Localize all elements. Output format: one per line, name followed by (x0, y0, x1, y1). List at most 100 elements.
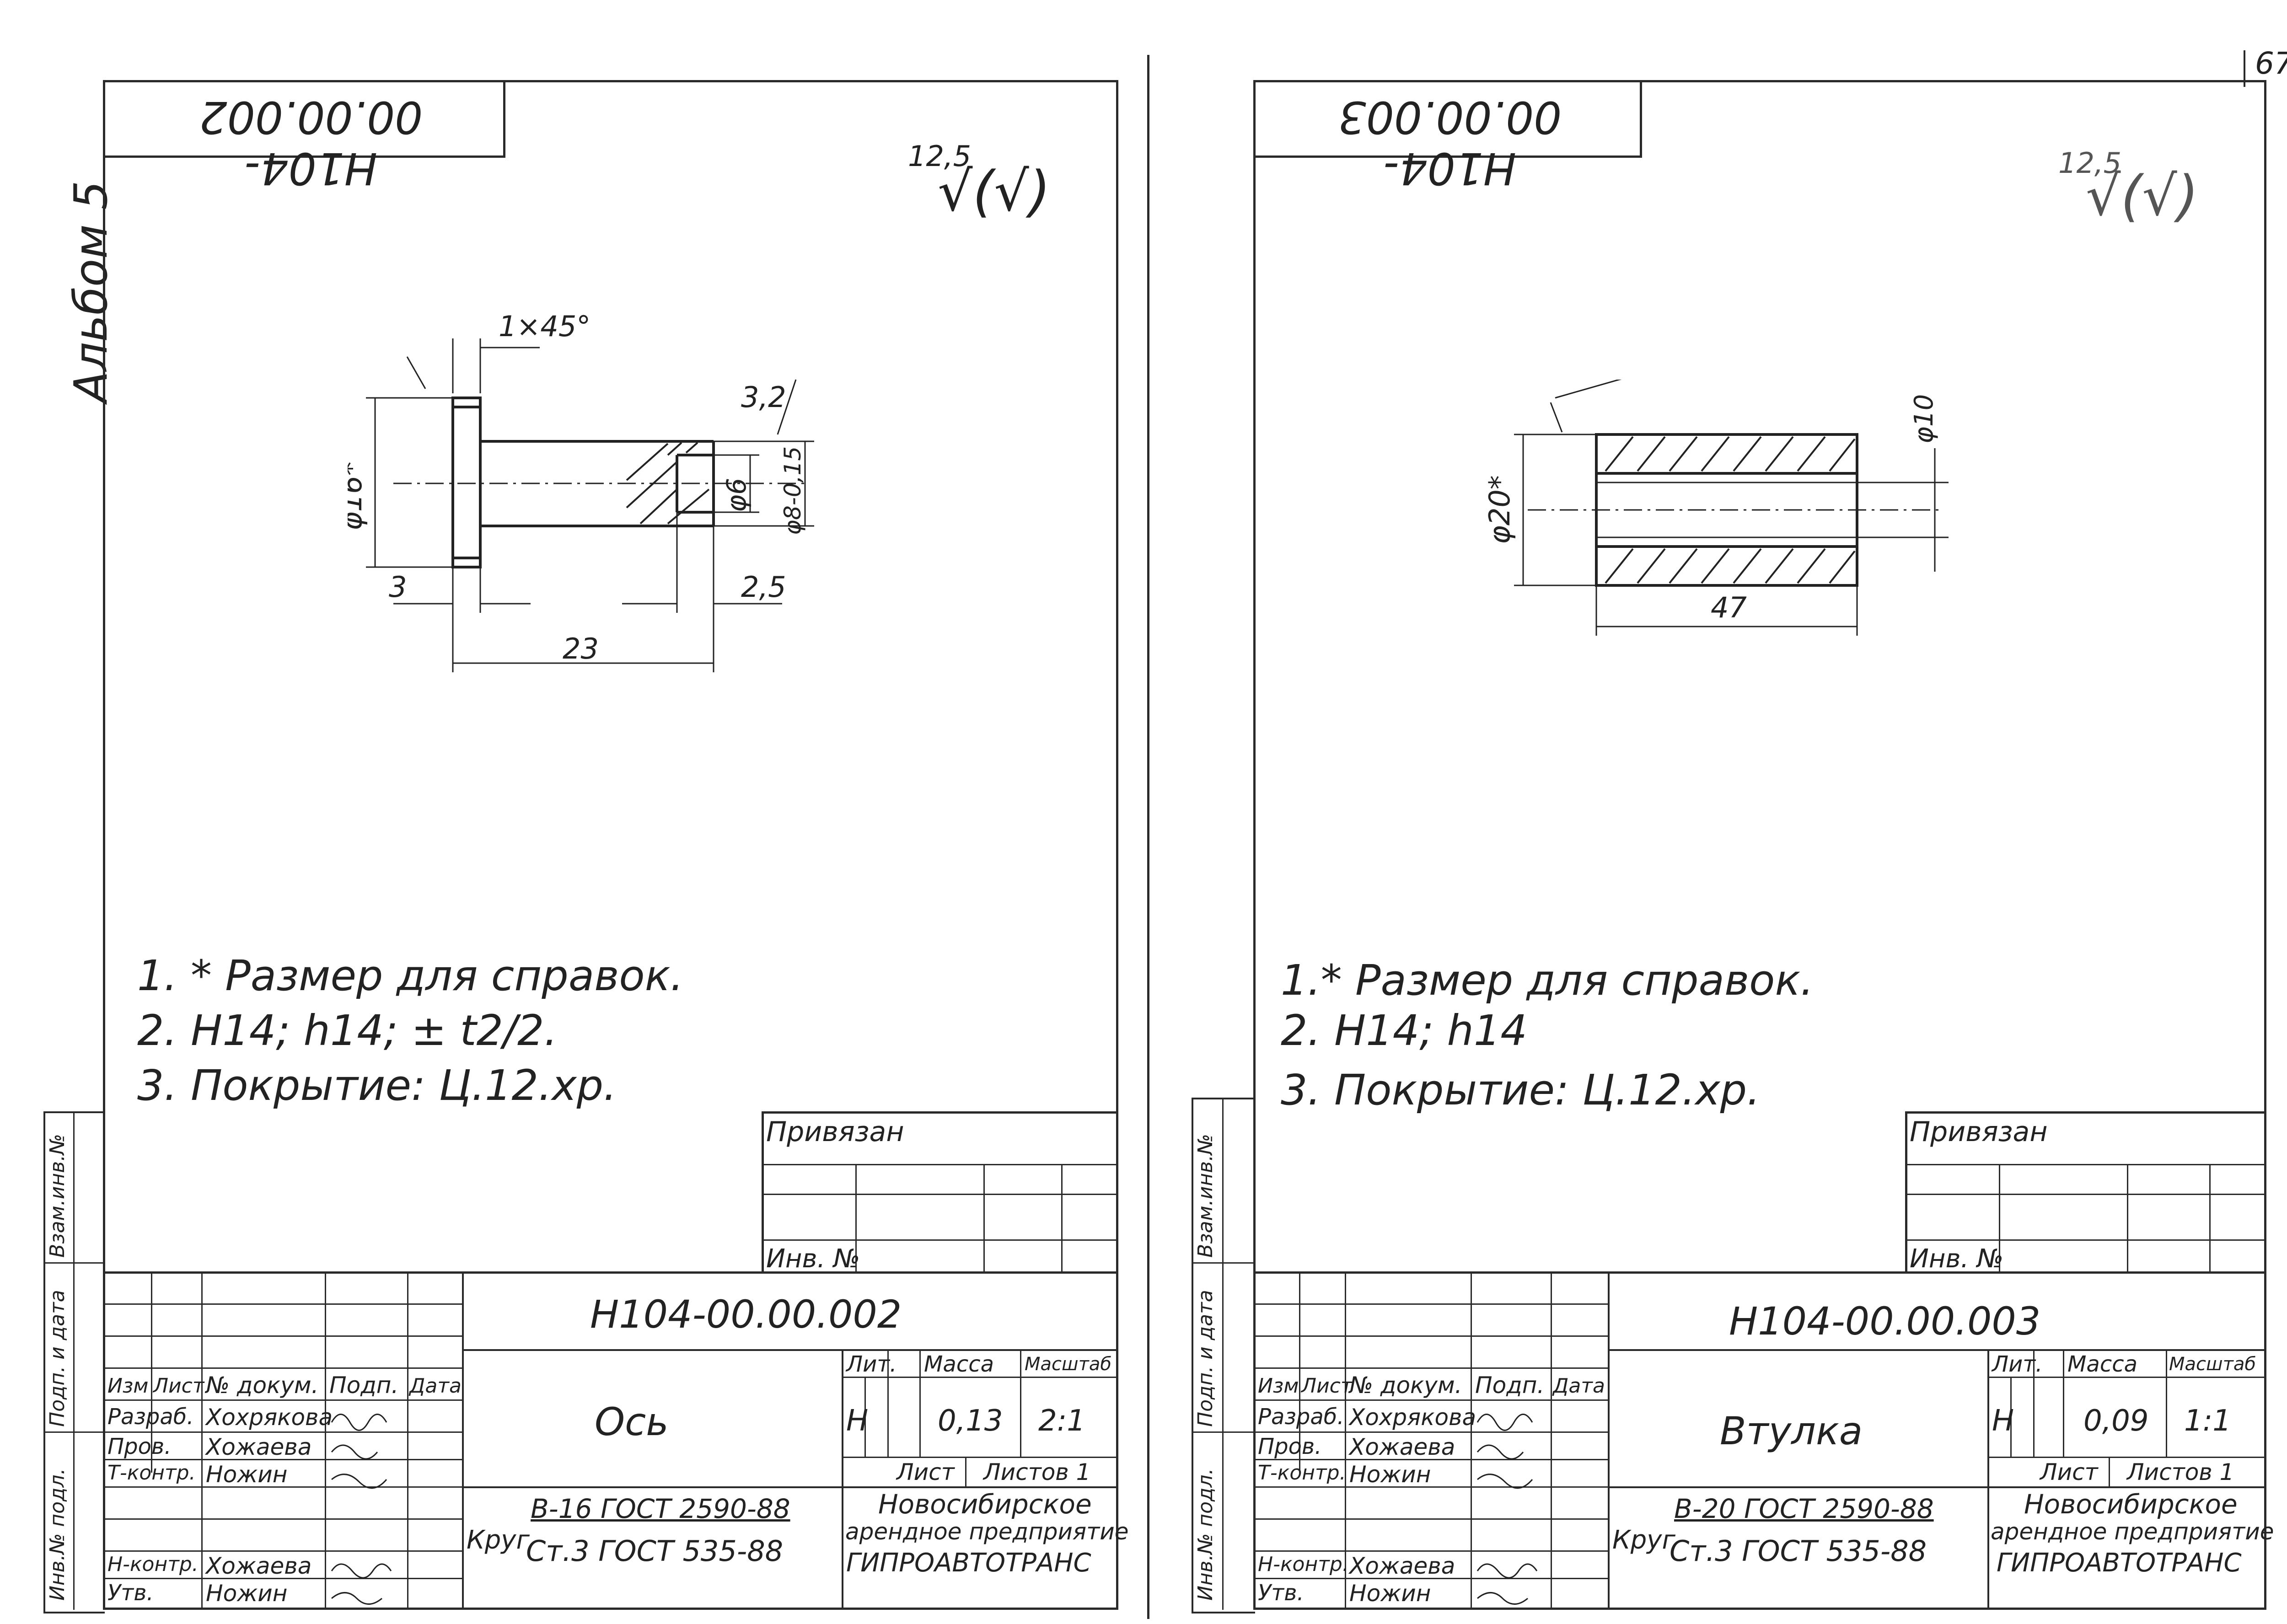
note-1: 1. * Размер для справок. (137, 951, 684, 1000)
material-r-bottom: Ст.3 ГОСТ 535-88 (1670, 1534, 1927, 1568)
tbr-row-8 (1256, 1518, 1608, 1520)
note-r-3: 3. Покрытие: Ц.12.хр. (1281, 1066, 1761, 1115)
roughness-r-symbol: √(√) (2086, 165, 2199, 228)
material-r-top: В-20 ГОСТ 2590-88 (1674, 1493, 1934, 1524)
axle-drawing: 1×45° φ16* 3,2 φ6 φ8-0,15 3 2,5 23 (348, 310, 814, 672)
side-r-label-vzam: Взам.инв.№ (1194, 1134, 1217, 1258)
org-line-1: Новосибирское (878, 1489, 1092, 1520)
lms-mass: 0,13 (938, 1404, 1003, 1438)
sheets-r-label: Листов 1 (2127, 1459, 2234, 1485)
tbr-h-list: Лист (1301, 1374, 1353, 1398)
org-line-3: ГИПРОАВТОТРАНС (846, 1548, 1091, 1578)
tb-row-6 (105, 1459, 462, 1460)
dim-total-len: 23 (563, 632, 599, 665)
roughness-value: 12,5 (908, 139, 972, 173)
tb-name-prov: Хожаева (206, 1434, 312, 1460)
frame-r-left (1253, 80, 1256, 1610)
tb-role-prov: Пров. (107, 1434, 172, 1459)
org-r-line-2: арендное предприятие (1991, 1518, 2274, 1545)
tbr-row-10 (1256, 1578, 1608, 1579)
dim-r-length: 47 (1711, 591, 1747, 624)
org-line-2: арендное предприятие (845, 1518, 1129, 1545)
tbr-col-d (1551, 1271, 1552, 1608)
sheet-label: Лист (897, 1459, 955, 1485)
privyazan-r-row1 (1905, 1164, 2264, 1165)
tbr-role-nkontr: Н-контр. (1258, 1553, 1349, 1576)
tb-col-d (407, 1271, 408, 1608)
tb-col-c (325, 1271, 326, 1608)
code-stamp-r-box (1256, 82, 1642, 158)
lms-r-col-3 (2063, 1349, 2064, 1457)
lms-r-h-mass: Масса (2067, 1351, 2138, 1377)
privyazan-row3 (762, 1239, 1116, 1241)
privyazan-col2 (983, 1164, 985, 1271)
tb-h-izm: Изм (107, 1374, 149, 1398)
tb-name-razrab: Хохрякова (206, 1404, 333, 1431)
frame-r-bottom (1253, 1608, 2266, 1610)
tbr-h-sign: Подп. (1475, 1372, 1545, 1399)
designation-r: Н104-00.00.003 (1729, 1299, 2041, 1344)
tb-role-tkontr: Т-контр. (107, 1461, 196, 1485)
material-krug: Круг (467, 1525, 530, 1555)
lms-col-4 (1020, 1349, 1021, 1457)
privyazan-r-col2 (2127, 1164, 2128, 1271)
tb-row-5 (105, 1431, 462, 1433)
tb-row-9 (105, 1550, 462, 1552)
tbr-row-2 (1256, 1335, 1608, 1337)
inv-r-label: Инв. № (1910, 1244, 2004, 1274)
signatures (331, 1414, 392, 1605)
tb-row-8 (105, 1518, 462, 1520)
tbr-row-4 (1256, 1399, 1608, 1401)
tb-desig-bottom (462, 1349, 1116, 1351)
org-r-line-3: ГИПРОАВТОТРАНС (1997, 1548, 2242, 1578)
frame-right (1116, 80, 1118, 1610)
tbr-h-doc: № докум. (1349, 1372, 1462, 1399)
privyazan-box (762, 1111, 1118, 1274)
inv-label: Инв. № (766, 1244, 860, 1274)
privyazan-row1 (762, 1164, 1116, 1165)
tb-col-a (151, 1271, 152, 1473)
privyazan-label: Привязан (766, 1116, 904, 1148)
tbr-row-1 (1256, 1303, 1608, 1305)
roughness-r-value: 12,5 (2058, 146, 2122, 180)
tb-name-nkontr: Хожаева (206, 1553, 312, 1579)
tb-name-tkontr: Ножин (206, 1461, 288, 1488)
material-r-krug: Круг (1612, 1525, 1675, 1555)
privyazan-row2 (762, 1194, 1116, 1195)
tb-row-4 (105, 1399, 462, 1401)
dim-chamfer: 1×45° (499, 310, 591, 343)
sheet-divider (965, 1457, 966, 1486)
tb-row-7 (105, 1486, 462, 1488)
lms-r-bottom (1987, 1457, 2264, 1458)
tbr-row-7 (1256, 1486, 1608, 1488)
dim-roughness-local: 3,2 (741, 381, 786, 414)
org-r-line-1: Новосибирское (2024, 1489, 2238, 1520)
title-block (105, 1271, 1116, 1610)
frame-r-right (2264, 80, 2266, 1610)
lms-scale: 2:1 (1038, 1404, 1085, 1438)
note-r-2: 2. H14; h14 (1281, 1006, 1527, 1055)
roughness-symbol: √(√) (938, 160, 1051, 224)
tbr-role-razrab: Разраб. (1258, 1404, 1344, 1430)
side-r-stamp-row1 (1192, 1262, 1253, 1264)
bushing-drawing: φ20* φ10 47 (1483, 380, 1949, 636)
tb-role-utv: Утв. (107, 1580, 154, 1606)
tbr-name-nkontr: Хожаева (1349, 1553, 1455, 1579)
side-r-stamp-col (1222, 1098, 1224, 1610)
page-number: 67 (2255, 46, 2287, 81)
tbr-name-right (1987, 1349, 1989, 1608)
tb-role-nkontr: Н-контр. (107, 1553, 199, 1576)
side-stamp-row1 (43, 1262, 103, 1264)
tb-row-2 (105, 1335, 462, 1337)
lms-col-3 (919, 1349, 921, 1457)
lms-r-h-lit: Лит. (1992, 1351, 2043, 1377)
tbr-h-izm: Изм (1258, 1374, 1299, 1398)
privyazan-r-row3 (1905, 1239, 2264, 1241)
tb-h-doc: № докум. (206, 1372, 319, 1399)
dim-r-diam-inner: φ10 (1909, 394, 1939, 444)
dim-diam-head: φ16* (348, 461, 368, 531)
signatures-r (1476, 1414, 1538, 1605)
tbr-col-c (1471, 1271, 1472, 1608)
tbr-name-razrab: Хохрякова (1349, 1404, 1476, 1431)
